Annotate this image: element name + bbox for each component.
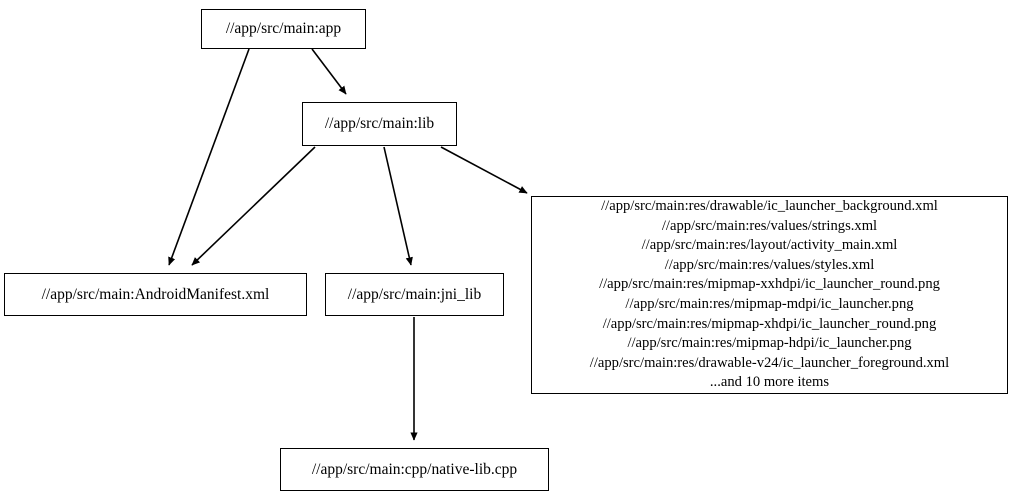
graph-node-android-manifest-label: //app/src/main:AndroidManifest.xml (41, 285, 270, 303)
edge-lib-to-manifest (191, 146, 316, 266)
graph-node-res-group[interactable]: //app/src/main:res/drawable/ic_launcher_… (531, 196, 1008, 394)
edge-app-to-manifest (168, 48, 250, 266)
graph-node-app[interactable]: //app/src/main:app (201, 9, 366, 49)
graph-node-native-lib-cpp-label: //app/src/main:cpp/native-lib.cpp (311, 460, 518, 478)
edge-lib-to-jni-lib (383, 146, 413, 266)
graph-node-lib-label: //app/src/main:lib (324, 115, 435, 133)
edge-app-to-lib (311, 48, 347, 95)
graph-node-native-lib-cpp[interactable]: //app/src/main:cpp/native-lib.cpp (280, 448, 549, 491)
edge-lib-to-res-group (440, 146, 528, 194)
graph-node-lib[interactable]: //app/src/main:lib (302, 102, 457, 146)
graph-node-app-label: //app/src/main:app (225, 20, 342, 38)
graph-node-android-manifest[interactable]: //app/src/main:AndroidManifest.xml (4, 273, 307, 316)
graph-node-jni-lib-label: //app/src/main:jni_lib (347, 285, 482, 303)
graph-node-res-group-label: //app/src/main:res/drawable/ic_launcher_… (589, 198, 950, 391)
graph-node-jni-lib[interactable]: //app/src/main:jni_lib (325, 273, 504, 316)
